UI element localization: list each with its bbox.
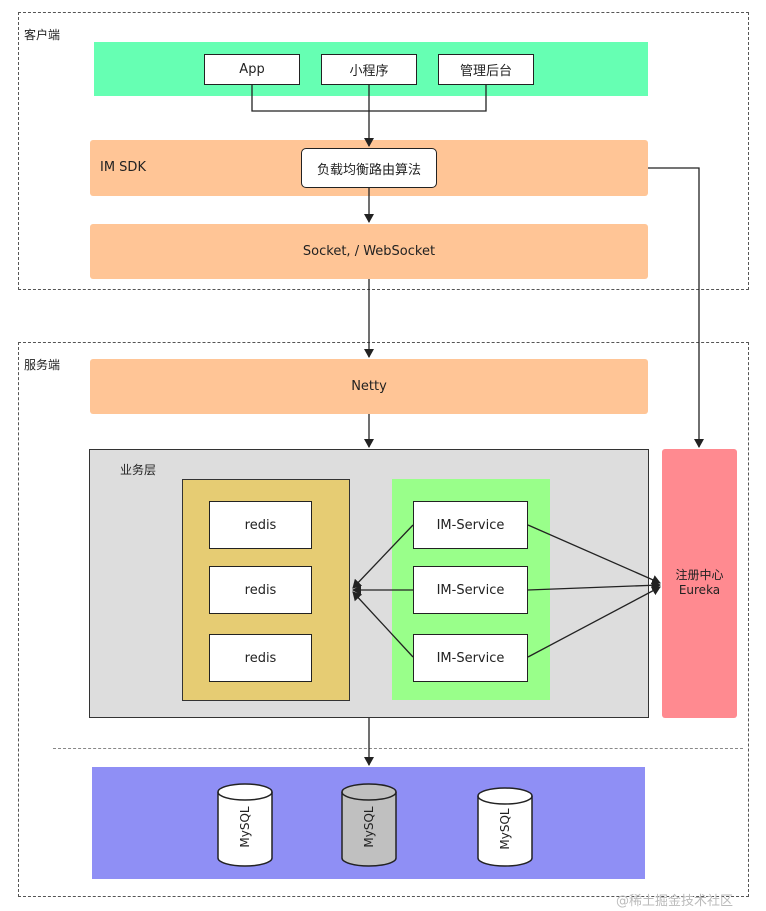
business-layer-panel bbox=[89, 449, 649, 718]
redis-box: redis bbox=[209, 634, 312, 682]
redis-box: redis bbox=[209, 566, 312, 614]
netty-bar: Netty bbox=[90, 359, 648, 414]
registry-title: 注册中心 bbox=[675, 568, 724, 582]
registry-panel bbox=[662, 449, 737, 718]
app-box: App bbox=[204, 54, 300, 85]
load-balance-box: 负载均衡路由算法 bbox=[301, 148, 437, 188]
socket-bar: Socket, / WebSocket bbox=[90, 224, 648, 279]
server-section-label: 服务端 bbox=[24, 358, 61, 372]
redis-box: redis bbox=[209, 501, 312, 549]
im-sdk-label: IM SDK bbox=[100, 160, 146, 175]
server-frame bbox=[18, 342, 749, 897]
storage-divider bbox=[53, 748, 743, 749]
business-layer-label: 业务层 bbox=[120, 463, 157, 477]
im-service-box: IM-Service bbox=[413, 501, 528, 549]
client-section-label: 客户端 bbox=[24, 28, 61, 42]
mysql-label: MySQL bbox=[238, 806, 252, 848]
mysql-label: MySQL bbox=[498, 808, 512, 850]
im-service-box: IM-Service bbox=[413, 634, 528, 682]
mysql-label: MySQL bbox=[362, 806, 376, 848]
admin-box: 管理后台 bbox=[438, 54, 534, 85]
watermark: @稀土掘金技术社区 bbox=[616, 894, 734, 909]
registry-label: 注册中心 Eureka bbox=[662, 568, 737, 598]
client-frame bbox=[18, 12, 749, 290]
im-service-box: IM-Service bbox=[413, 566, 528, 614]
registry-subtitle: Eureka bbox=[678, 583, 721, 597]
miniprogram-box: 小程序 bbox=[321, 54, 417, 85]
